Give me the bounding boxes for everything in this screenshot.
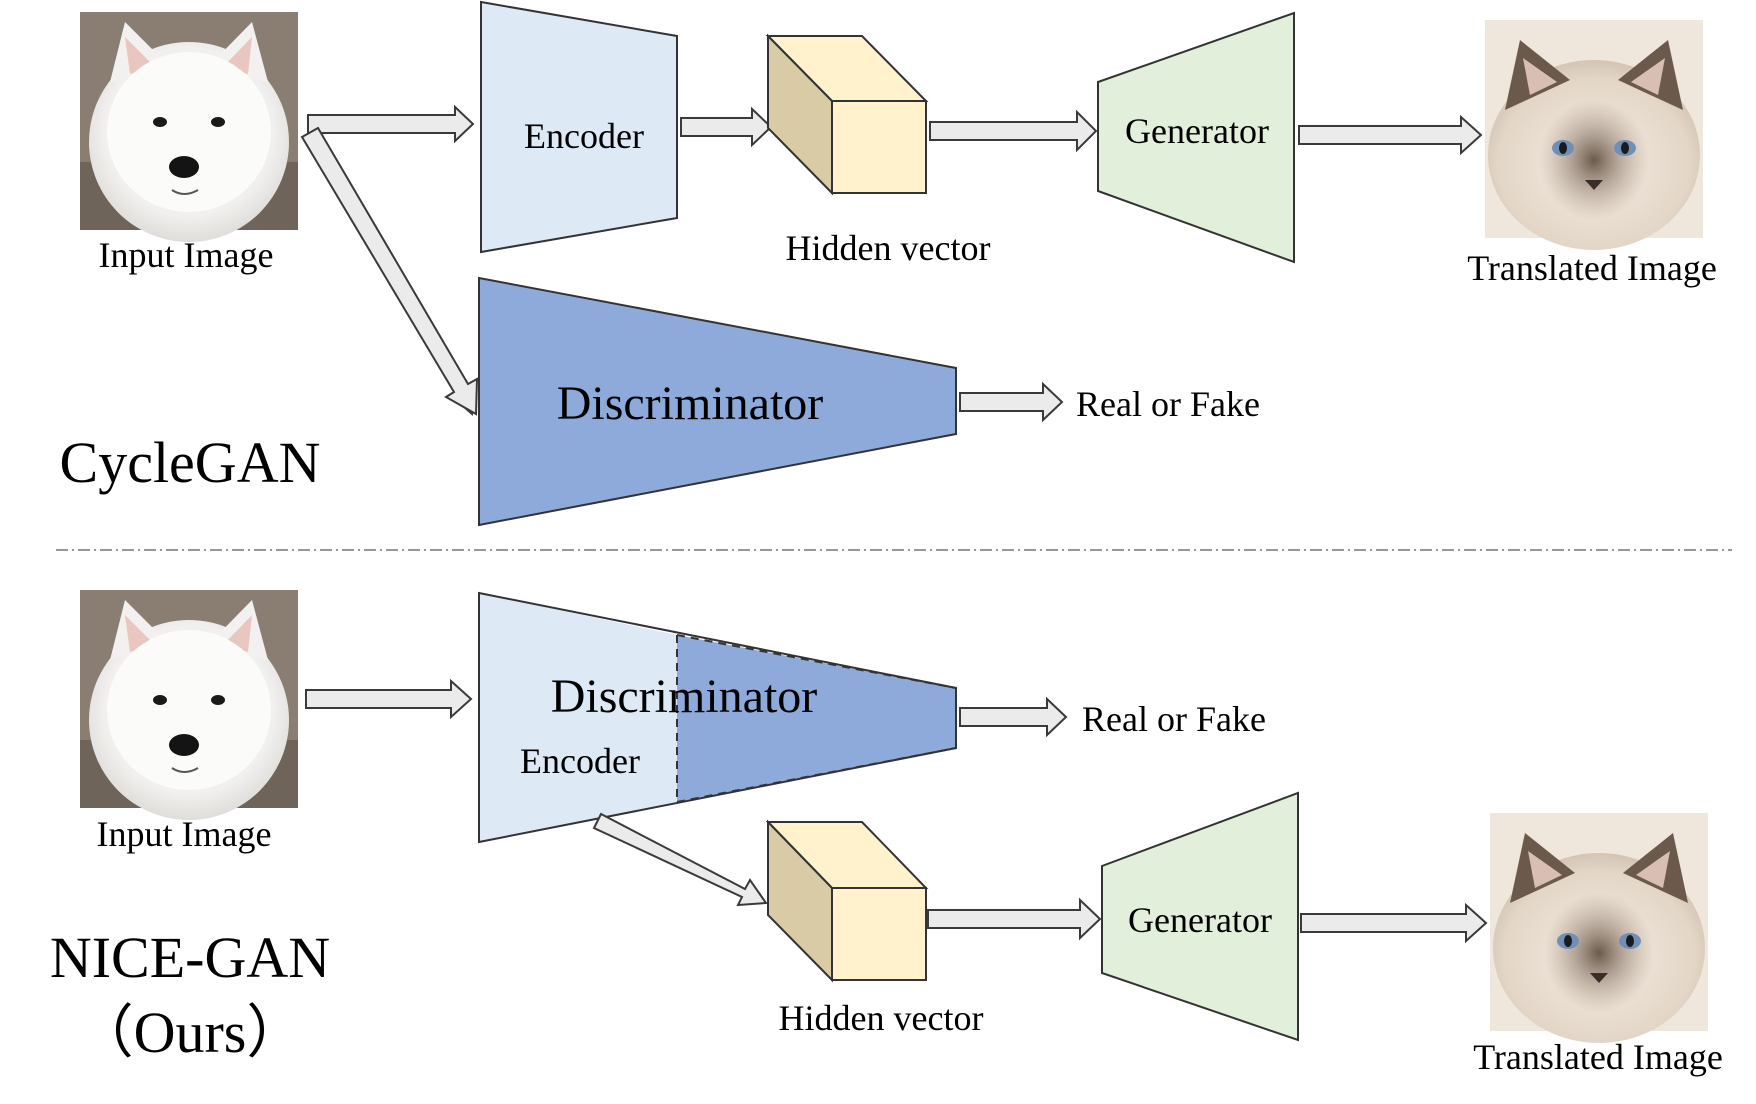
input-to-encoder-arrow	[307, 104, 475, 144]
generator-to-output-arrow	[1298, 114, 1483, 156]
real-or-fake-label-ours: Real or Fake	[1082, 699, 1266, 739]
nicegan-title: NICE-GAN	[50, 925, 330, 990]
nicegan-subtitle: （Ours）	[76, 1000, 305, 1065]
input-to-discriminator-arrow-body	[300, 126, 479, 416]
hidden-to-generator-arrow	[929, 109, 1098, 153]
generator-block-ours	[1101, 791, 1299, 1042]
input-image-label: Input Image	[99, 235, 274, 275]
discriminator-to-result-arrow-ours	[959, 696, 1068, 738]
real-or-fake-label: Real or Fake	[1076, 384, 1260, 424]
hidden-vector-label: Hidden vector	[786, 228, 991, 268]
generator-label: Generator	[1125, 111, 1269, 151]
translated-image-cat	[1485, 20, 1703, 250]
discriminator-label-ours: Discriminator	[551, 670, 818, 723]
generator-label-ours: Generator	[1128, 900, 1272, 940]
translated-image-label: Translated Image	[1467, 248, 1717, 288]
hidden-vector-cube-ours	[765, 819, 929, 983]
translated-image-cat-ours	[1490, 813, 1708, 1043]
shared-encoder-discriminator-block	[478, 591, 957, 844]
discriminator-to-result-arrow	[959, 381, 1064, 423]
cyclegan-title: CycleGAN	[60, 430, 321, 495]
hidden-to-generator-arrow-ours	[927, 897, 1102, 941]
generator-to-output-arrow-ours	[1300, 902, 1488, 944]
discriminator-label: Discriminator	[557, 377, 824, 430]
hidden-vector-label-ours: Hidden vector	[779, 998, 984, 1038]
input-image-label-ours: Input Image	[97, 814, 272, 854]
encoder-block	[480, 0, 678, 254]
translated-image-label-ours: Translated Image	[1473, 1037, 1723, 1077]
encoder-label: Encoder	[524, 116, 644, 156]
input-to-encoder-arrow-ours	[305, 678, 473, 720]
hidden-vector-cube	[765, 33, 929, 196]
cyclegan-section: Input Image Encoder Hidden vector Genera…	[60, 0, 1717, 527]
encoder-to-hidden-arrow-ours	[592, 812, 768, 907]
nicegan-section: Input Image Discriminator Encoder Real o…	[50, 589, 1723, 1077]
encoder-to-hidden-arrow	[680, 106, 773, 148]
input-image-dog	[79, 11, 299, 243]
discriminator-block	[478, 276, 957, 527]
input-image-dog-ours	[79, 589, 299, 821]
encoder-label-ours: Encoder	[520, 741, 640, 781]
generator-block	[1097, 11, 1295, 264]
